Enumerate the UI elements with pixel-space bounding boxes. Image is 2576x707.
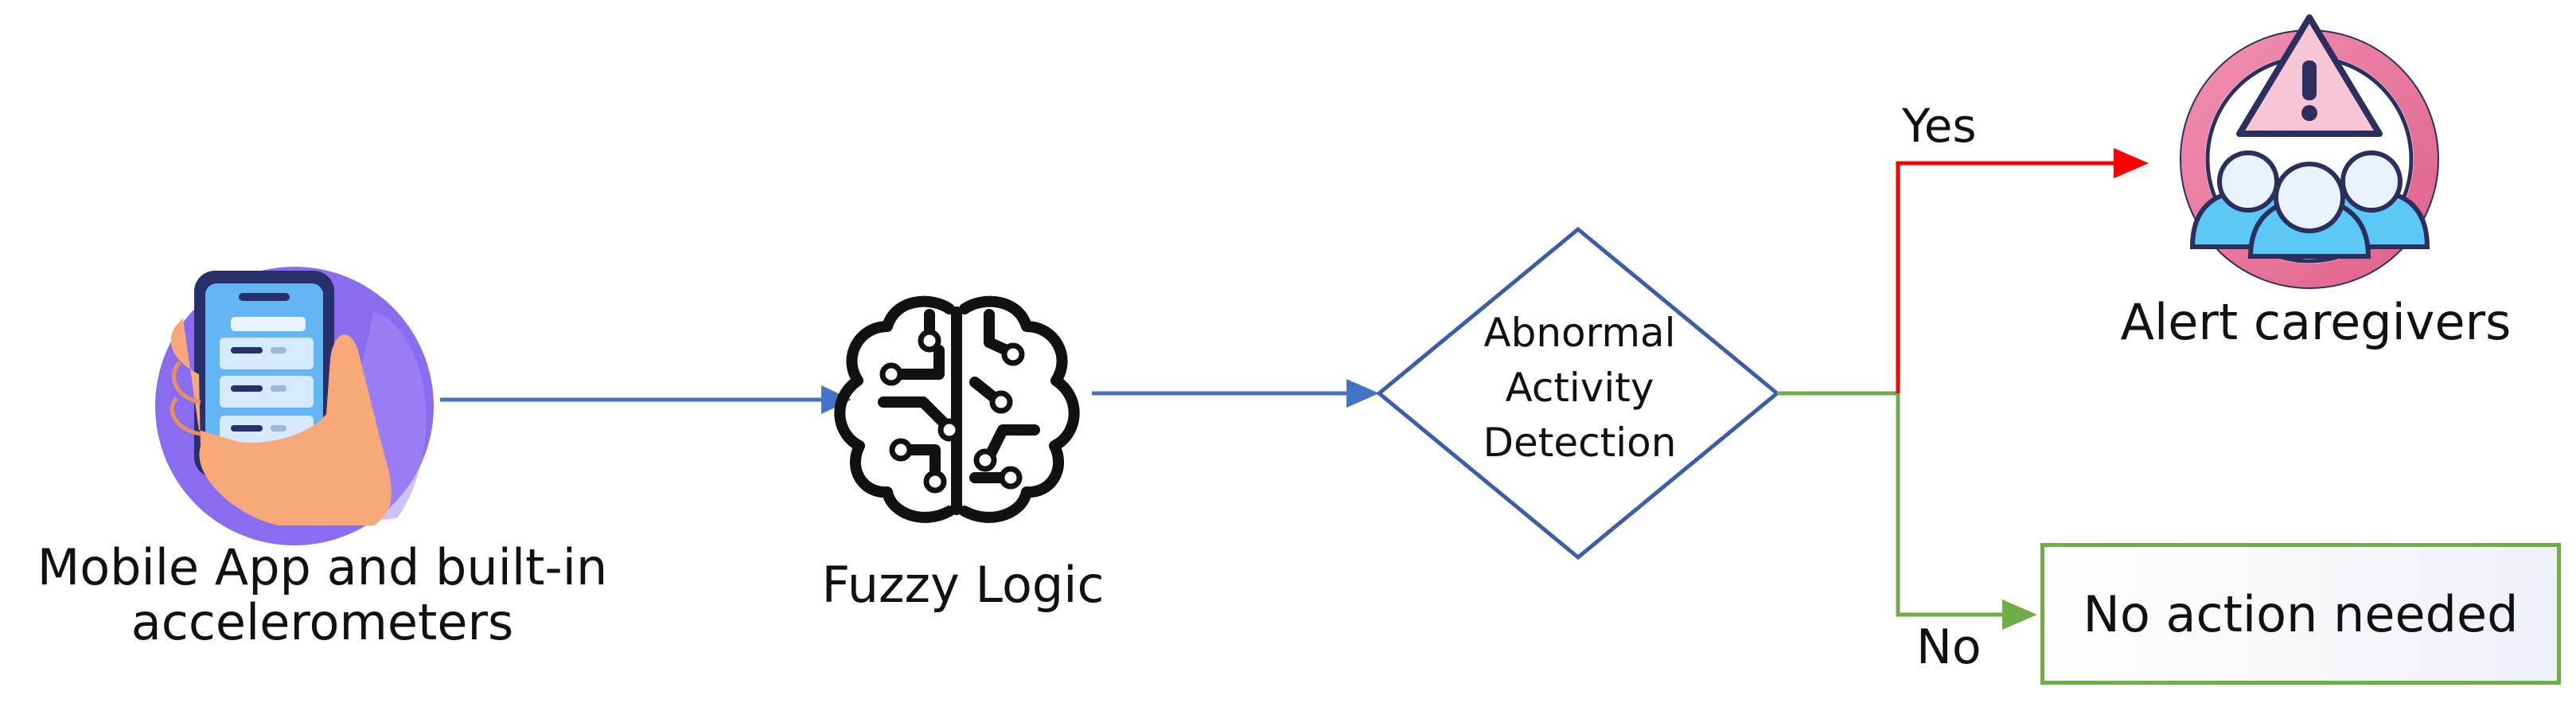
smartphone-hand-icon [155,267,434,545]
no-arrowhead [2002,600,2037,630]
alert-people-icon [2180,14,2439,289]
yes-arrowhead [2114,148,2149,178]
yes-branch-label: Yes [1902,99,1977,153]
brain-circuit-icon [834,295,1080,523]
fuzzy-logic-label: Fuzzy Logic [821,556,1105,614]
decision-diamond [1376,226,1780,561]
brain-circuit-nodes [879,329,1025,494]
arrowhead-2 [1346,379,1379,408]
no-branch-line [1896,393,2005,617]
decision-label-line-3: Detection [1483,420,1677,466]
decision-label: Abnormal Activity Detection [1409,306,1751,471]
decision-label-line-2: Activity [1505,365,1654,411]
mobile-app-label: Mobile App and built-in accelerometers [0,540,645,650]
yes-branch-line [1896,161,2117,393]
no-action-box: No action needed [2040,543,2561,685]
decision-label-line-1: Abnormal [1483,310,1676,356]
mobile-label-line-2: accelerometers [131,593,514,652]
no-branch-label: No [1916,619,1982,675]
no-action-label: No action needed [2083,584,2519,643]
alert-caregivers-label: Alert caregivers [2120,293,2512,351]
mobile-label-line-1: Mobile App and built-in [37,538,608,596]
